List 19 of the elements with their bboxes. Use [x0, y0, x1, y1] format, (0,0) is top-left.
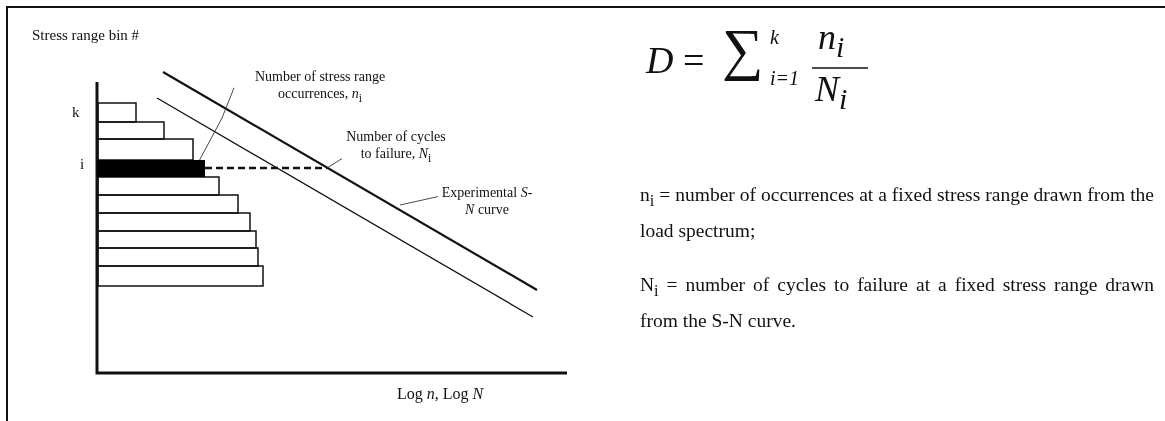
bin-label: k — [72, 104, 80, 121]
callout-text: Number of stress range occurrences, n$_{i}$ — [234, 68, 406, 104]
callout-text: Number of cycles to failure, N$_{i}$ — [342, 128, 450, 164]
formula-text: N$_{i}$ — [815, 70, 848, 116]
leader-line — [326, 158, 343, 169]
bin-label: i — [80, 156, 85, 173]
formula-text: n$_{i}$ — [818, 18, 845, 64]
axis-title: Stress range bin # — [32, 27, 140, 44]
axis-title: Log n, Log N — [397, 385, 484, 403]
formula-text: k — [770, 26, 779, 48]
definition-text: N$_{i}$ = number of cycles to failure at a fixed stress range drawn from the S-N curve. — [640, 273, 1154, 333]
sum-symbol: ∑ — [722, 18, 764, 82]
leader-line — [399, 196, 439, 206]
formula-text: i=1 — [770, 67, 800, 89]
formula-text: D = — [646, 40, 705, 82]
leader-line — [199, 87, 235, 161]
callout-text: Experimental S-N curve — [438, 184, 536, 220]
definition-text: n$_{i}$ = number of occurrences at a fixed stress range drawn from the load spectrum; — [640, 183, 1154, 243]
highlighted-bar — [97, 160, 205, 177]
